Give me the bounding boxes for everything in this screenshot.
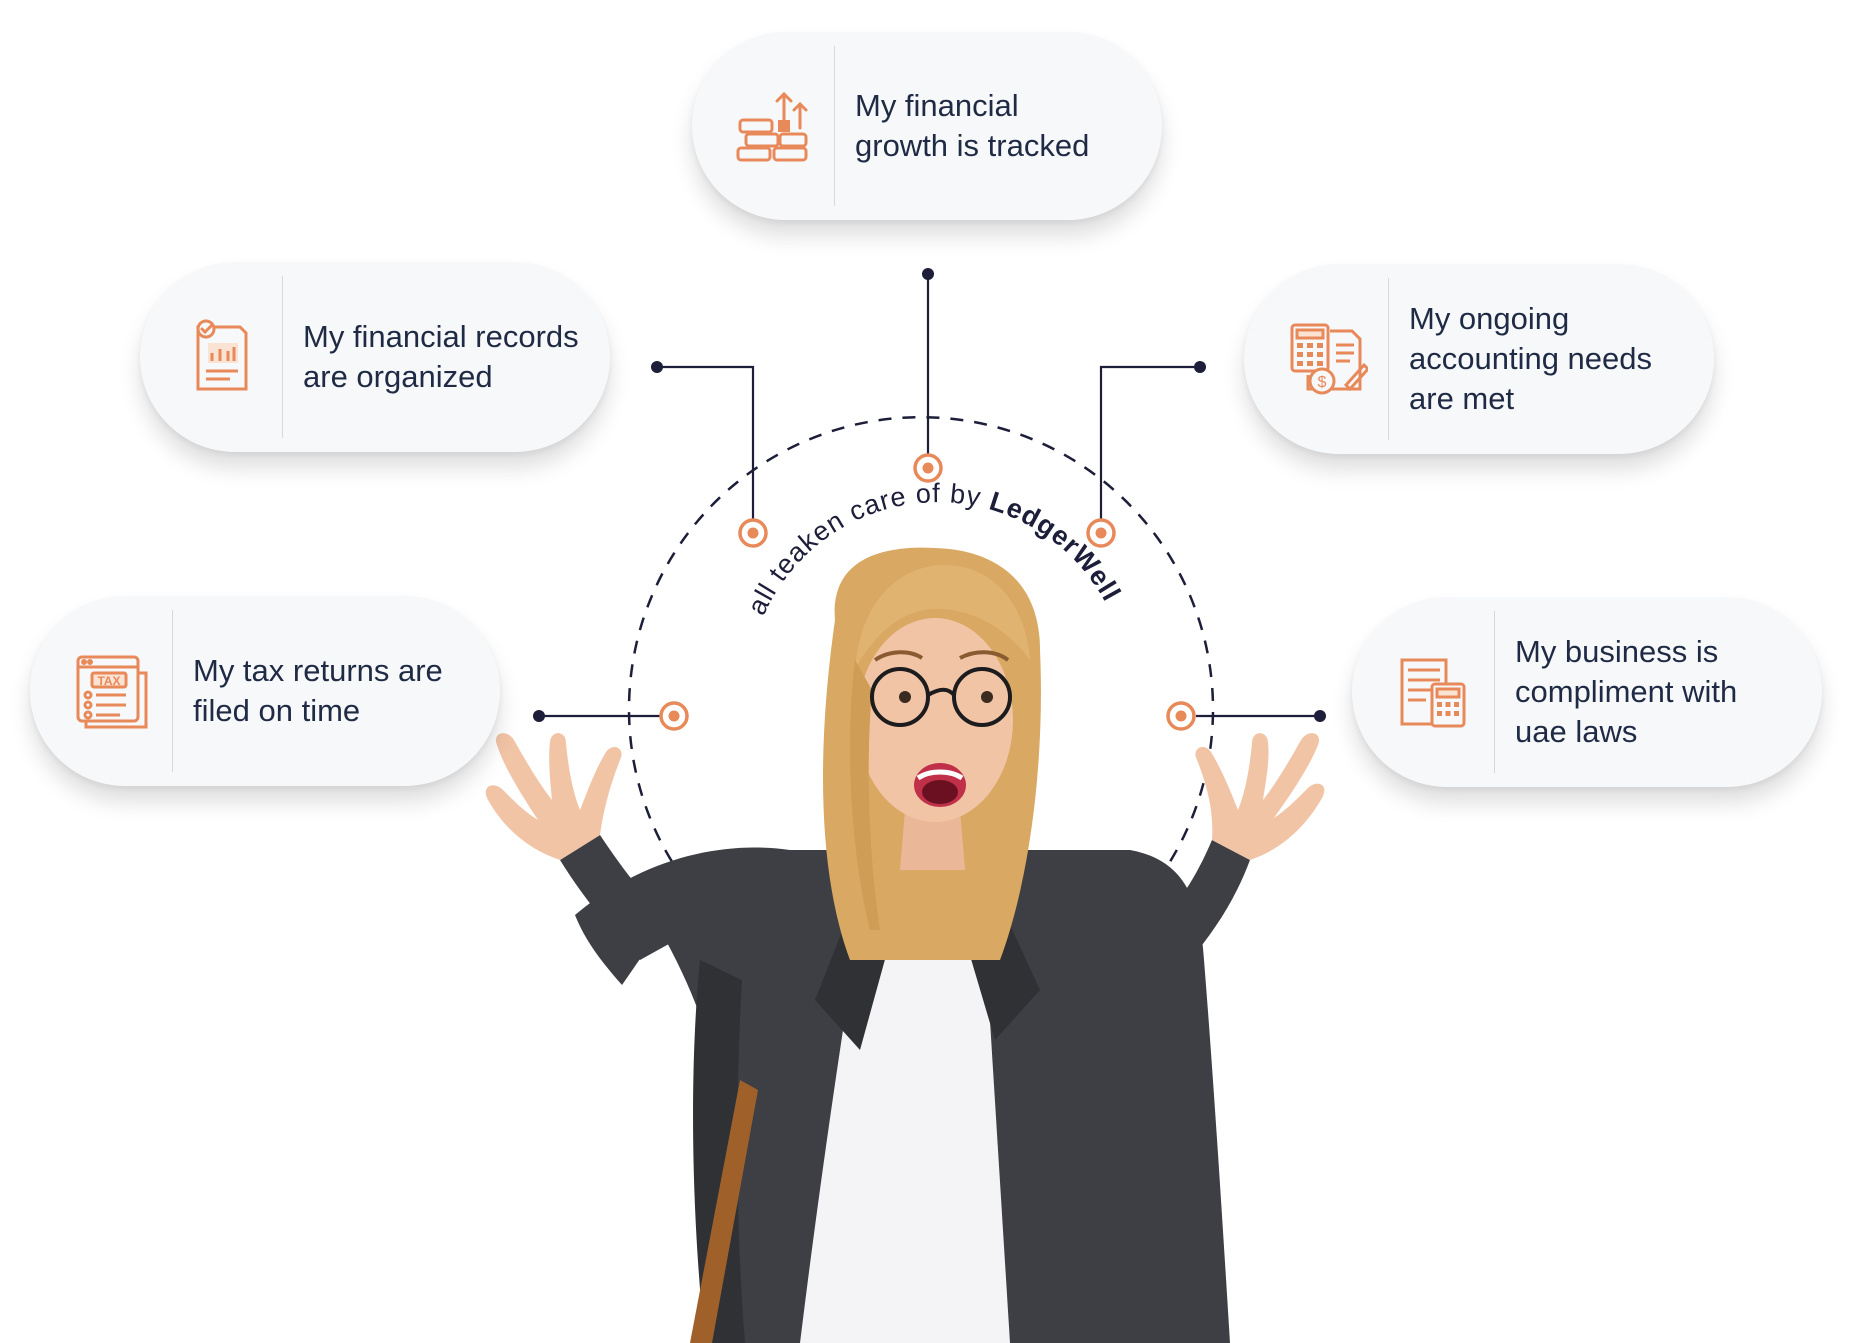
connector-line-records — [657, 365, 755, 520]
card-text-ongoing: My ongoing accounting needs are met — [1409, 301, 1653, 416]
card-ongoing-accounting: $ My ongoing accounting needs are met — [1244, 264, 1714, 454]
card-tax-returns: TAX My tax returns are filed on time — [30, 596, 500, 786]
connector-lines — [539, 274, 1320, 718]
end-dot-tax — [533, 710, 545, 722]
arc-node-tax — [659, 701, 689, 731]
card-business-compliance: My business is compliment with uae laws — [1352, 597, 1822, 787]
arc-node-growth — [913, 453, 943, 483]
receipt-calculator-icon — [1390, 648, 1478, 736]
coin-stack-growth-icon — [730, 82, 818, 170]
tax-form-icon: TAX — [68, 647, 156, 735]
card-text-tax: My tax returns are filed on time — [193, 653, 443, 728]
end-dot-ongoing — [1194, 361, 1206, 373]
card-text-growth: My financial growth is tracked — [855, 88, 1090, 163]
surprised-woman-photo — [485, 547, 1325, 1343]
arc-nodes — [659, 453, 1196, 731]
card-divider — [282, 276, 283, 438]
end-dot-records — [651, 361, 663, 373]
connector-line-ongoing — [1099, 365, 1200, 520]
svg-text:$: $ — [1318, 374, 1327, 391]
connector-end-dots — [533, 268, 1326, 722]
card-divider — [1388, 278, 1389, 440]
card-financial-growth: My financial growth is tracked — [692, 32, 1162, 220]
card-divider — [834, 46, 835, 206]
card-divider — [1494, 611, 1495, 773]
svg-text:TAX: TAX — [97, 674, 120, 688]
arc-node-records — [738, 518, 768, 548]
card-text-records: My financial records are organized — [303, 319, 579, 394]
calculator-invoice-icon: $ — [1284, 315, 1372, 403]
end-dot-growth — [922, 268, 934, 280]
end-dot-business — [1314, 710, 1326, 722]
card-text-business: My business is compliment with uae laws — [1515, 634, 1738, 749]
arc-node-ongoing — [1086, 518, 1116, 548]
card-divider — [172, 610, 173, 772]
card-financial-records: My financial records are organized — [140, 262, 610, 452]
report-document-icon — [178, 313, 266, 401]
arc-node-business — [1166, 701, 1196, 731]
